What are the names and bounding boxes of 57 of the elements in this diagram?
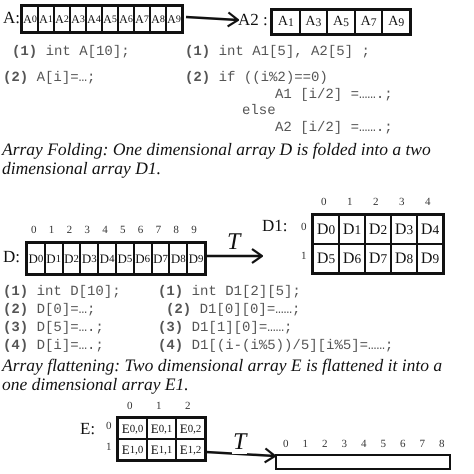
index-label: 1 (106, 441, 112, 453)
code-line: (1) int A1[5], A2[5] ; (185, 44, 370, 60)
index-label: 0 (283, 438, 288, 450)
index-label: 5 (380, 438, 386, 450)
index-label: 0 (106, 420, 112, 432)
code-line: (3) D[5]=….; (3, 320, 104, 336)
index-label: 0 (321, 196, 326, 208)
figure-caption: Array flattening: Two dimensional array E is flattened it into a one dimensional array E1. (0, 356, 444, 394)
code-line: A1 [i/2] =…….; (275, 87, 393, 103)
index-label: 3 (84, 224, 90, 236)
index-label: 4 (102, 224, 108, 236)
index-label: 2 (66, 224, 72, 236)
index-label: 0 (301, 221, 306, 233)
code-line: (3) D1[1][0]=……; (158, 320, 292, 336)
index-label: 3 (399, 196, 404, 208)
index-label: 2 (373, 196, 378, 208)
index-label: 8 (173, 224, 179, 236)
arrow (186, 11, 240, 28)
index-label: 1 (347, 196, 352, 208)
figure-caption: Array Folding: One dimensional array D is folded into a two dimensional array D1. (0, 140, 432, 178)
index-label: 1 (301, 250, 306, 262)
index-label: 5 (120, 224, 126, 236)
index-label: 6 (400, 438, 406, 450)
arrow (205, 248, 264, 264)
code-line: (4) D1[(i-(i%5))/5][i%5]=……; (158, 338, 394, 354)
code-line: (2) D1[0][0]=……; (166, 302, 300, 318)
index-label: 2 (322, 438, 328, 450)
index-label: 1 (302, 438, 308, 450)
array-name: D: (3, 247, 20, 267)
code-line: A2 [i/2] =…….; (275, 120, 393, 136)
code-line: (2) if ((i%2)==0) (185, 70, 328, 86)
index-label: 4 (425, 196, 430, 208)
edge-label: T (232, 430, 248, 454)
index-label: 4 (361, 438, 366, 450)
array-name: D1: (262, 216, 288, 236)
index-label: 0 (31, 224, 36, 236)
array-name: A2 : (238, 10, 268, 30)
code-line: (2) A[i]=…; (3, 70, 96, 86)
index-label: 7 (420, 438, 425, 450)
array-name: A: (3, 8, 20, 28)
index-label: 7 (156, 224, 162, 236)
index-label: 3 (342, 438, 347, 450)
code-line: (1) int D1[2][5]; (158, 284, 301, 300)
code-line: (4) D[i]=….; (3, 338, 104, 354)
code-line: else (242, 103, 276, 119)
code-line: (1) int A[10]; (12, 44, 130, 60)
index-label: 2 (185, 400, 190, 412)
index-label: 1 (48, 224, 54, 236)
index-label: 8 (439, 438, 444, 450)
arrow (206, 447, 276, 464)
index-label: 6 (138, 224, 144, 236)
array-name: E: (80, 419, 96, 439)
code-line: (2) D[0]=…; (3, 302, 96, 318)
index-label: 9 (191, 224, 197, 236)
code-line: (1) int D[10]; (3, 284, 121, 300)
index-label: 0 (127, 400, 132, 412)
index-label: 1 (156, 400, 162, 412)
